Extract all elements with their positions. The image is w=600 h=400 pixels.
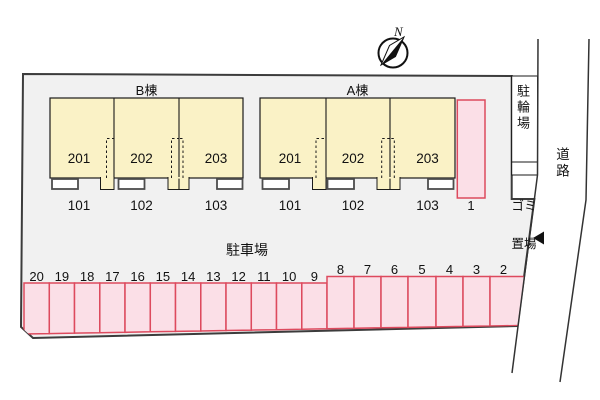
garbage-label-line1: ゴミ [511, 199, 537, 213]
unit-label-b1: 201 101 [57, 120, 101, 244]
parking-space-number-9: 9 [310, 268, 318, 284]
parking-space-shape-14 [174, 282, 202, 333]
parking-space-number-17: 17 [105, 268, 120, 284]
parking-space-number-13: 13 [206, 268, 221, 284]
parking-space-number-12: 12 [231, 268, 246, 284]
unit-label-a3: 203 103 [406, 120, 450, 244]
garbage-label-line2: 置場 [511, 236, 537, 251]
stair-dashed-outline [390, 138, 395, 178]
parking-space-shape-16 [124, 282, 152, 334]
entrance-porch [117, 178, 146, 190]
entrance-porch [51, 178, 79, 190]
stair-tab-divider [178, 178, 391, 190]
parking-space-shape-19 [48, 282, 76, 335]
parking-space-shape-4 [435, 275, 464, 328]
parking-space-number-5: 5 [418, 262, 426, 277]
parking-space-shape-20 [23, 282, 51, 335]
unit-upper: 201 [67, 151, 91, 166]
parking-space-number-4: 4 [445, 262, 454, 277]
entrance-arrow-icon [533, 231, 544, 245]
unit-lower: 101 [67, 197, 91, 213]
parking-space-shape-5 [407, 275, 437, 329]
parking-space-shape-3 [462, 275, 491, 328]
parking-space-shape-17 [99, 282, 126, 334]
parking-space-number-15: 15 [155, 268, 171, 284]
building-a-label: A棟 [346, 83, 369, 98]
compass-north-label: N [394, 24, 403, 39]
stair-tab [376, 177, 401, 190]
entrance-porch [216, 178, 244, 190]
unit-lower: 102 [341, 197, 365, 213]
parking-space-shape-18 [73, 282, 101, 334]
parking-space-number-3: 3 [472, 262, 481, 277]
parking-space-number-11: 11 [257, 268, 271, 284]
parking-space-number-20: 20 [29, 268, 44, 284]
entrance-porch [427, 178, 455, 190]
stair-tab [100, 177, 115, 190]
stair-dashed-outline [381, 138, 390, 178]
parking-row [23, 275, 527, 335]
road-edge-left [511, 38, 539, 374]
parking-space-shape-11 [250, 282, 278, 331]
parking-space-shape-7 [353, 275, 382, 330]
road-label: 道路 [554, 147, 569, 180]
building-b [49, 97, 244, 179]
parking-space-shape-12 [225, 282, 253, 332]
parking-space-1-label: 1 [467, 198, 475, 213]
stair-dashed-outline [179, 138, 184, 178]
parking-space-shape-9 [301, 282, 328, 330]
stair-tab [312, 177, 327, 190]
unit-label-a2: 202 102 [331, 120, 375, 244]
unit-upper: 202 [130, 151, 153, 166]
unit-lower: 101 [278, 197, 302, 213]
parking-space-shape-8 [326, 275, 355, 330]
road-edge-right [559, 38, 590, 383]
parking-space-number-8: 8 [336, 262, 345, 277]
parking-space-shape-15 [149, 282, 177, 333]
bicycle-parking-box [511, 75, 539, 163]
parking-space-number-16: 16 [130, 268, 145, 284]
unit-upper: 203 [204, 151, 228, 166]
parking-space-shape-1 [456, 99, 486, 199]
building-b-label: B棟 [135, 83, 158, 98]
bicycle-parking-label: 駐輪場 [515, 84, 530, 132]
garbage-area-label: ゴミ 置場 [506, 175, 542, 275]
unit-label-a1: 201 101 [268, 120, 312, 244]
entrance-porch [326, 178, 355, 190]
building-a [259, 97, 456, 179]
unit-label-b3: 203 103 [194, 120, 238, 244]
parking-lot-label: 駐車場 [226, 242, 268, 258]
parking-space-number-6: 6 [390, 262, 399, 277]
parking-space-number-14: 14 [180, 268, 196, 284]
unit-upper: 201 [278, 151, 302, 166]
unit-lower: 103 [204, 197, 228, 213]
parking-space-shape-13 [200, 282, 227, 332]
entrance-porch [261, 178, 290, 190]
unit-upper: 203 [416, 151, 439, 166]
unit-lower: 102 [130, 197, 153, 213]
parking-space-number-18: 18 [79, 268, 95, 284]
parking-space-number-19: 19 [54, 268, 70, 284]
garbage-box [511, 161, 539, 176]
parking-space-shape-6 [380, 275, 409, 329]
unit-label-b2: 202 102 [120, 120, 164, 244]
parking-space-shape-10 [275, 282, 303, 331]
parking-space-number-7: 7 [363, 262, 372, 277]
unit-upper: 202 [341, 151, 365, 166]
parking-space-number-2: 2 [499, 262, 508, 277]
compass-icon [377, 35, 409, 69]
parking-space-number-10: 10 [281, 268, 297, 284]
stair-dashed-outline [315, 138, 326, 178]
unit-lower: 103 [416, 197, 439, 213]
